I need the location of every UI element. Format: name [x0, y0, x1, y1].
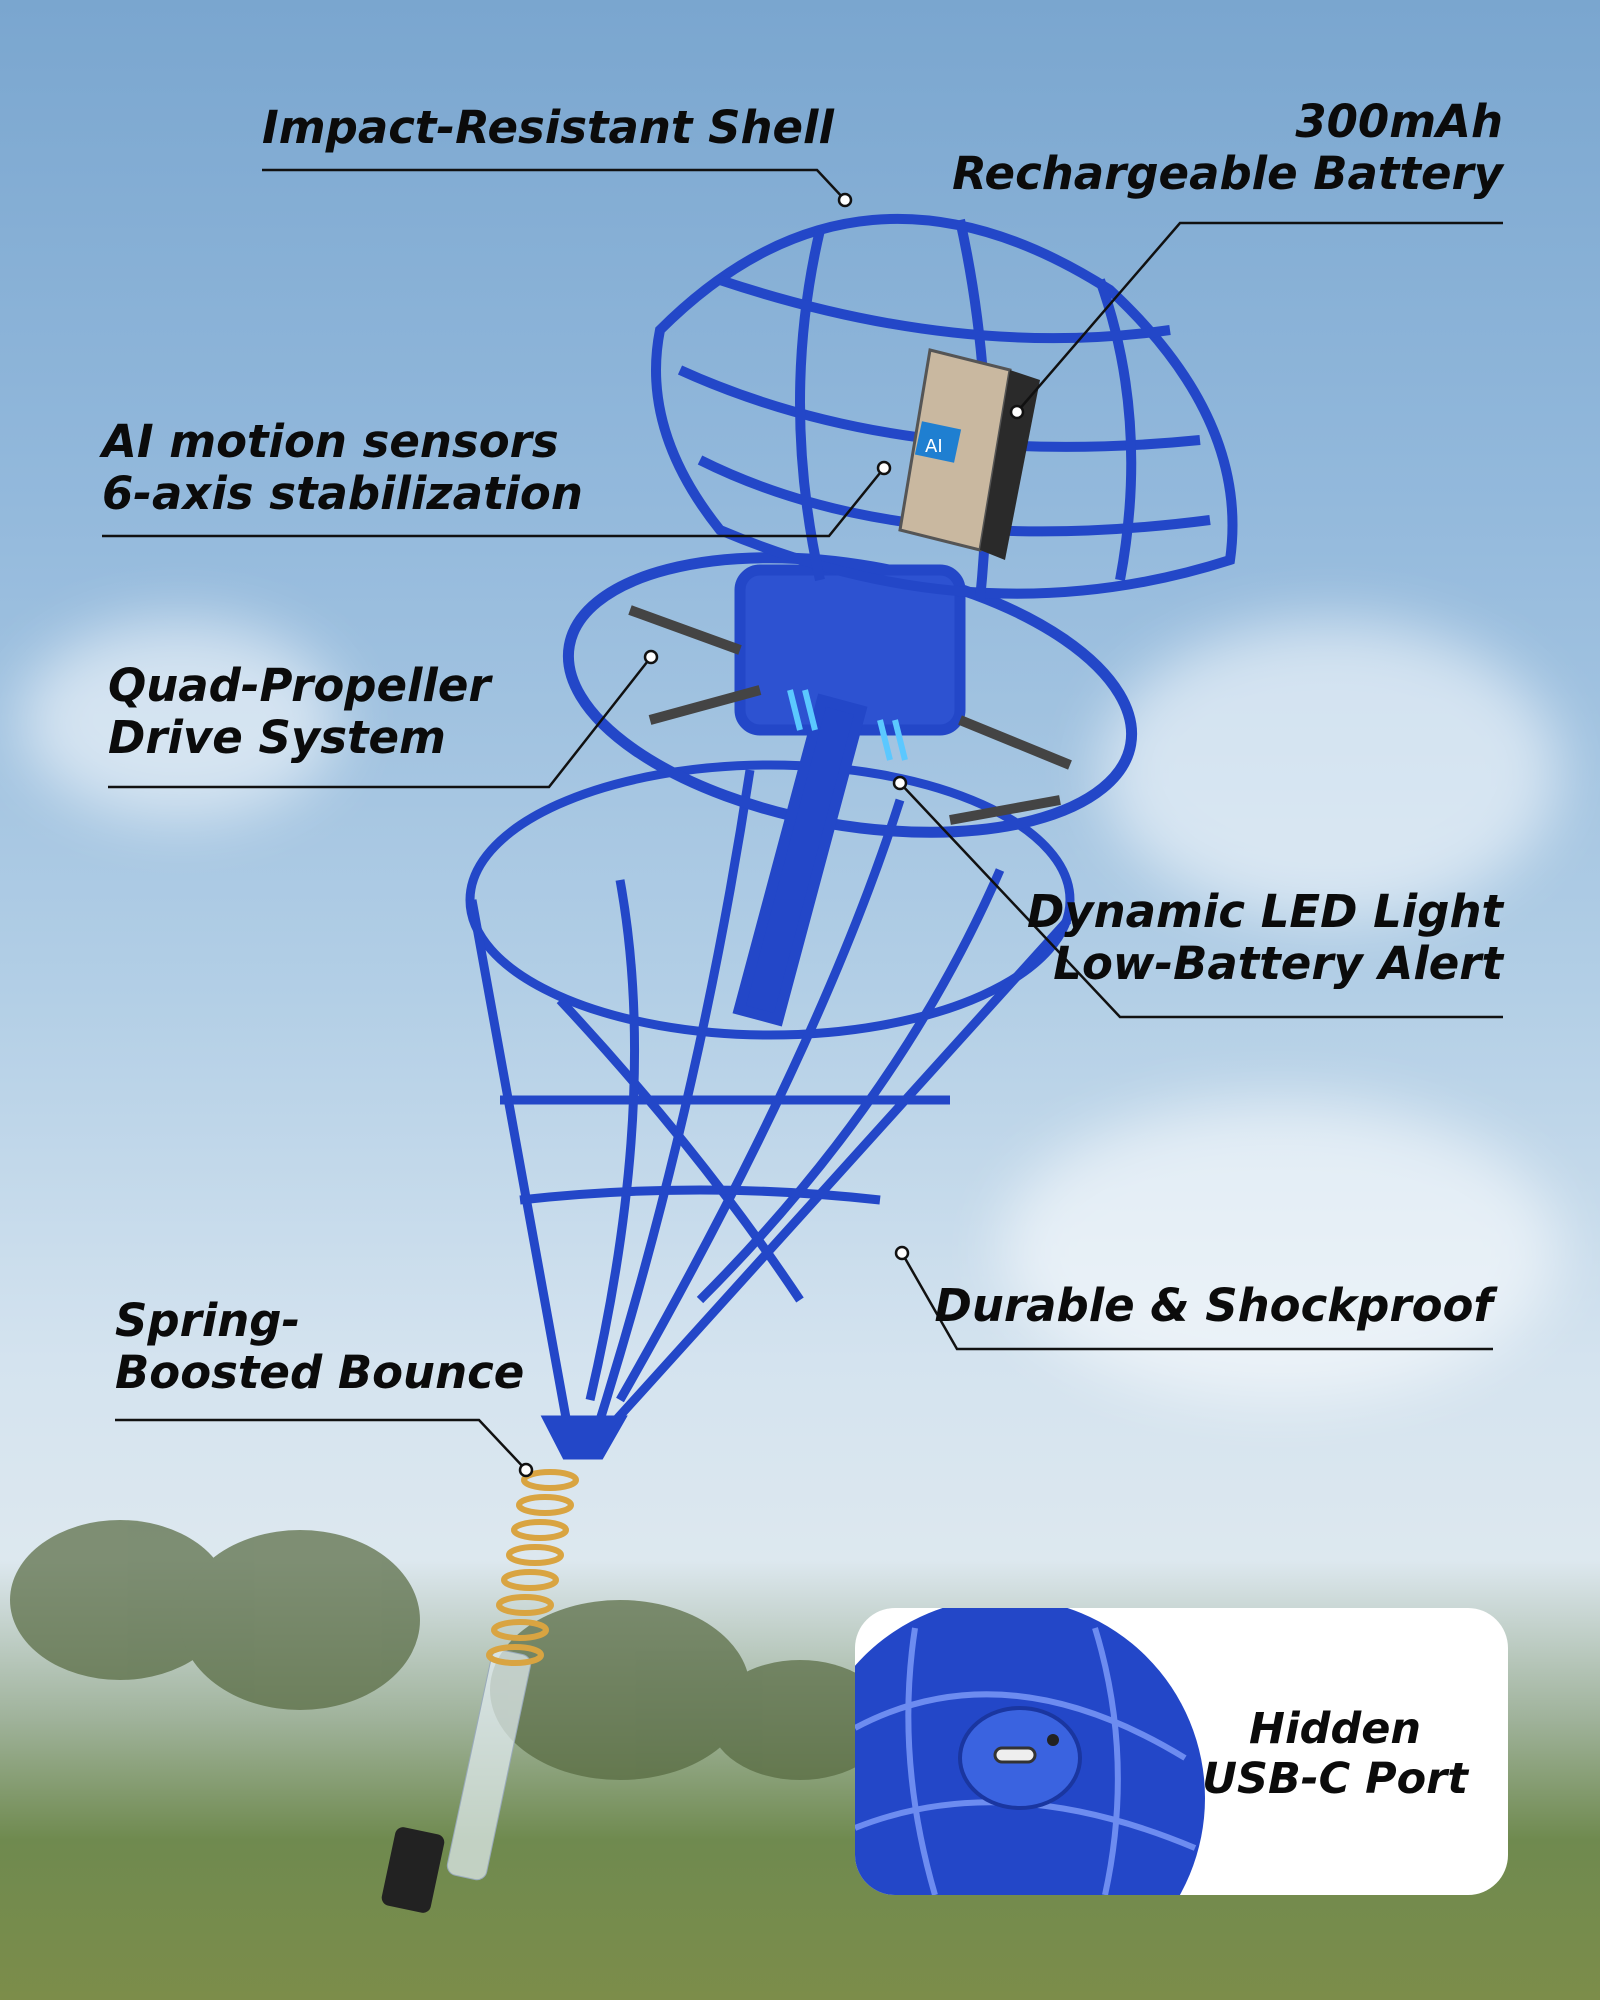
propeller-ring — [562, 552, 1138, 1027]
usb-port-closeup — [855, 1608, 1205, 1895]
sensors-line1: AI motion sensors — [102, 415, 559, 468]
trees — [10, 1520, 890, 1780]
spring-line2: Boosted Bounce — [115, 1346, 525, 1399]
leader-lines — [102, 168, 1503, 1471]
led-line2: Low-Battery Alert — [1053, 937, 1503, 990]
cloud — [1100, 620, 1560, 920]
label-durable: Durable & Shockproof — [934, 1279, 1493, 1332]
cone-cage — [465, 760, 1075, 1460]
label-ai-sensors: AI motion sensors 6-axis stabilization — [102, 416, 583, 520]
sensors-line2: 6-axis stabilization — [102, 467, 583, 520]
battery-line2: Rechargeable Battery — [952, 147, 1503, 200]
spring-line1: Spring- — [115, 1294, 301, 1347]
battery-board: AI — [898, 348, 1040, 560]
usb-c-port-icon — [993, 1746, 1037, 1764]
label-impact-resistant-shell: Impact-Resistant Shell — [262, 101, 834, 154]
led-line1: Dynamic LED Light — [1026, 885, 1503, 938]
inset-text: Hidden USB-C Port — [1175, 1704, 1495, 1804]
label-led: Dynamic LED Light Low-Battery Alert — [1027, 886, 1503, 990]
label-battery: 300mAh Rechargeable Battery — [952, 96, 1503, 200]
battery-line1: 300mAh — [1295, 95, 1503, 148]
chip-label: AI — [925, 436, 943, 457]
leader-dots — [518, 192, 1025, 1478]
spring-rod — [381, 1469, 579, 1913]
label-spring: Spring- Boosted Bounce — [115, 1295, 524, 1399]
inset-line2: USB-C Port — [1202, 1754, 1468, 1804]
label-propeller: Quad-Propeller Drive System — [108, 660, 491, 764]
propeller-line2: Drive System — [108, 711, 446, 764]
usb-c-inset-card: Hidden USB-C Port — [855, 1608, 1508, 1895]
propeller-line1: Quad-Propeller — [108, 659, 491, 712]
inset-line1: Hidden — [1248, 1704, 1422, 1754]
